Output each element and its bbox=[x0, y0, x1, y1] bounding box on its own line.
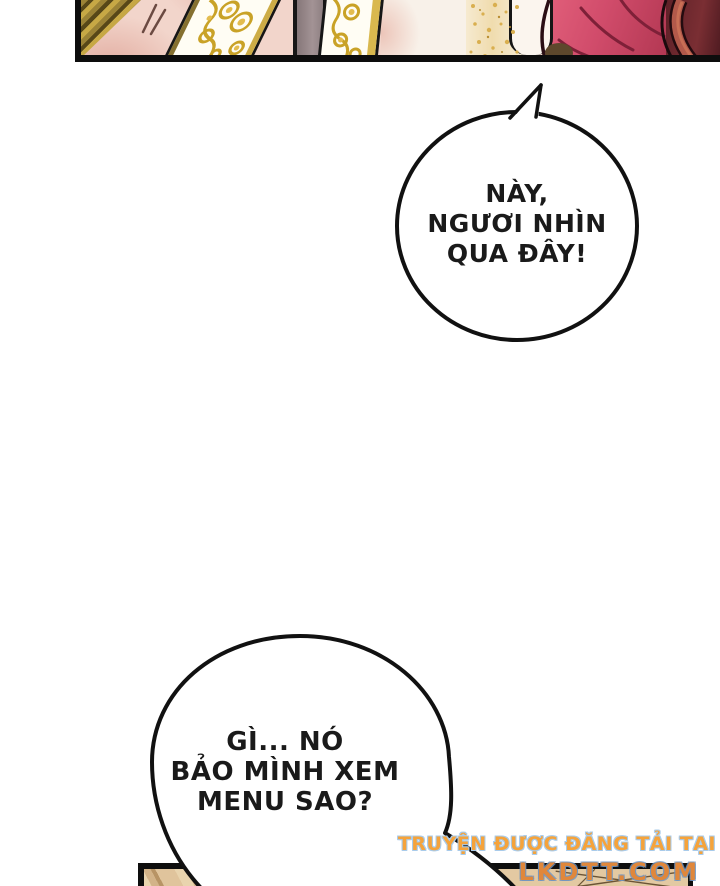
filigree-curls-right bbox=[331, 0, 362, 55]
gold-filigree-band-left bbox=[162, 0, 279, 55]
panel-top bbox=[75, 0, 720, 62]
bubble2-line1: GÌ... NÓ bbox=[226, 727, 344, 757]
bubble1-line1: NÀY, bbox=[485, 179, 549, 208]
speech-bubble-1-text: NÀY, NGƯƠI NHÌN QUA ĐÂY! bbox=[397, 179, 637, 269]
speech-bubble-2-text: GÌ... NÓ BẢO MÌNH XEM MENU SAO? bbox=[135, 727, 435, 817]
panel-top-linework bbox=[141, 0, 697, 55]
watermark-line2: LKDTT.COM bbox=[518, 858, 700, 886]
pale-figure-area bbox=[381, 0, 476, 55]
gold-filigree-band-right bbox=[319, 0, 381, 55]
bubble1-line2: NGƯƠI NHÌN bbox=[427, 209, 607, 238]
bubble2-line3: MENU SAO? bbox=[196, 787, 374, 817]
watermark-line1: TRUYỆN ĐƯỢC ĐĂNG TẢI TẠI bbox=[397, 833, 716, 855]
bubble1-line3: QUA ĐÂY! bbox=[446, 239, 588, 268]
filigree-curls-left bbox=[198, 0, 253, 55]
bubble2-line2: BẢO MÌNH XEM bbox=[170, 757, 400, 787]
